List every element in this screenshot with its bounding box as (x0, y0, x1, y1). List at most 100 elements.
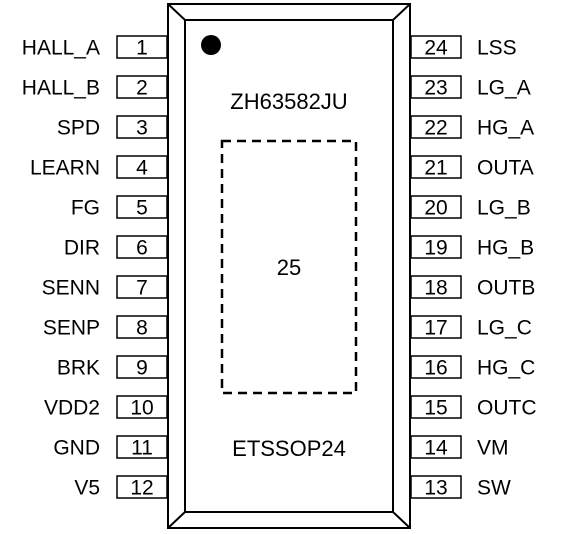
pin-name: VDD2 (44, 397, 100, 420)
pin-number: 11 (131, 437, 153, 460)
pin-number: 4 (136, 157, 148, 180)
pin-number: 14 (424, 437, 448, 460)
pin-name: LG_A (477, 77, 531, 100)
bevel-top-right (392, 3, 411, 21)
right-pin-15: 15 OUTC (410, 395, 537, 420)
package-label: ETSSOP24 (232, 436, 346, 461)
pin-number: 15 (424, 397, 447, 420)
pin-box (410, 115, 462, 139)
pin-box (410, 275, 462, 299)
pin-name: V5 (74, 477, 100, 500)
pin-name: SENN (42, 277, 100, 300)
pin-box (410, 355, 462, 379)
pin-number: 10 (130, 397, 153, 420)
pin-box (116, 235, 168, 259)
pin-number: 22 (424, 117, 447, 140)
left-pin-9: 9 BRK (57, 355, 168, 380)
pin-number: 19 (424, 237, 447, 260)
right-pin-17: 17 LG_C (410, 315, 532, 340)
pin-box (116, 155, 168, 179)
pin-box (116, 195, 168, 219)
pin-number: 24 (424, 37, 448, 60)
pin-number: 12 (130, 477, 153, 500)
pin-name: HALL_A (22, 37, 100, 60)
left-pin-1: 1 HALL_A (22, 35, 168, 60)
pin-name: SW (477, 477, 511, 500)
pin-name: HG_A (477, 117, 534, 140)
pin-number: 8 (136, 317, 148, 340)
pin-name: LSS (477, 37, 517, 60)
pin-box (116, 115, 168, 139)
pin-number: 17 (424, 317, 447, 340)
pin-name: OUTC (477, 397, 537, 420)
pin-box (116, 395, 168, 419)
pin-name: OUTB (477, 277, 535, 300)
bevel-bottom-right (392, 511, 411, 529)
left-pin-12: 12 V5 (74, 475, 168, 500)
pin-box (116, 475, 168, 499)
pin-number: 5 (136, 197, 148, 220)
thermal-pad-number: 25 (277, 255, 301, 280)
pin-number: 20 (424, 197, 447, 220)
pin-box (410, 155, 462, 179)
pin1-marker-dot (201, 35, 221, 55)
pin-box (410, 315, 462, 339)
pin-box (410, 195, 462, 219)
pin-box (116, 355, 168, 379)
right-pin-13: 13 SW (410, 475, 511, 500)
pin-box (116, 315, 168, 339)
left-pin-4: 4 LEARN (30, 155, 168, 180)
pin-number: 2 (136, 77, 148, 100)
pin-box (116, 435, 168, 459)
left-pin-2: 2 HALL_B (22, 75, 168, 100)
chip-body (167, 3, 411, 529)
pin-box (116, 35, 168, 59)
pin-number: 7 (136, 277, 148, 300)
right-pin-16: 16 HG_C (410, 355, 535, 380)
pin-name: HG_C (477, 357, 535, 380)
left-pin-11: 11 GND (53, 435, 168, 460)
pin-box (410, 35, 462, 59)
pin-box (410, 395, 462, 419)
pin-name: FG (71, 197, 100, 220)
bevel-top-left (167, 3, 186, 21)
pin-box (410, 235, 462, 259)
pin-name: HALL_B (22, 77, 100, 100)
right-pin-22: 22 HG_A (410, 115, 534, 140)
pin-name: GND (53, 437, 100, 460)
pin-name: SPD (57, 117, 100, 140)
pin-name: VM (477, 437, 509, 460)
pin-box (410, 435, 462, 459)
pin-number: 1 (136, 37, 148, 60)
left-pin-10: 10 VDD2 (44, 395, 168, 420)
pin-box (116, 75, 168, 99)
pin-number: 13 (424, 477, 447, 500)
pin-box (410, 475, 462, 499)
pin-box (116, 275, 168, 299)
thermal-pad-outline (220, 139, 358, 395)
pin-name: LEARN (30, 157, 100, 180)
part-number-label: ZH63582JU (230, 89, 347, 114)
chip-outer-outline (167, 3, 411, 529)
pin-name: BRK (57, 357, 100, 380)
pin-name: OUTA (477, 157, 534, 180)
pin-name: LG_C (477, 317, 532, 340)
bevel-bottom-left (167, 511, 186, 529)
pin-number: 18 (424, 277, 447, 300)
pin-number: 16 (424, 357, 447, 380)
chip-inner-outline (184, 19, 394, 513)
left-pin-5: 5 FG (71, 195, 168, 220)
pin-box (410, 75, 462, 99)
pin-number: 9 (136, 357, 148, 380)
pin-name: DIR (64, 237, 100, 260)
